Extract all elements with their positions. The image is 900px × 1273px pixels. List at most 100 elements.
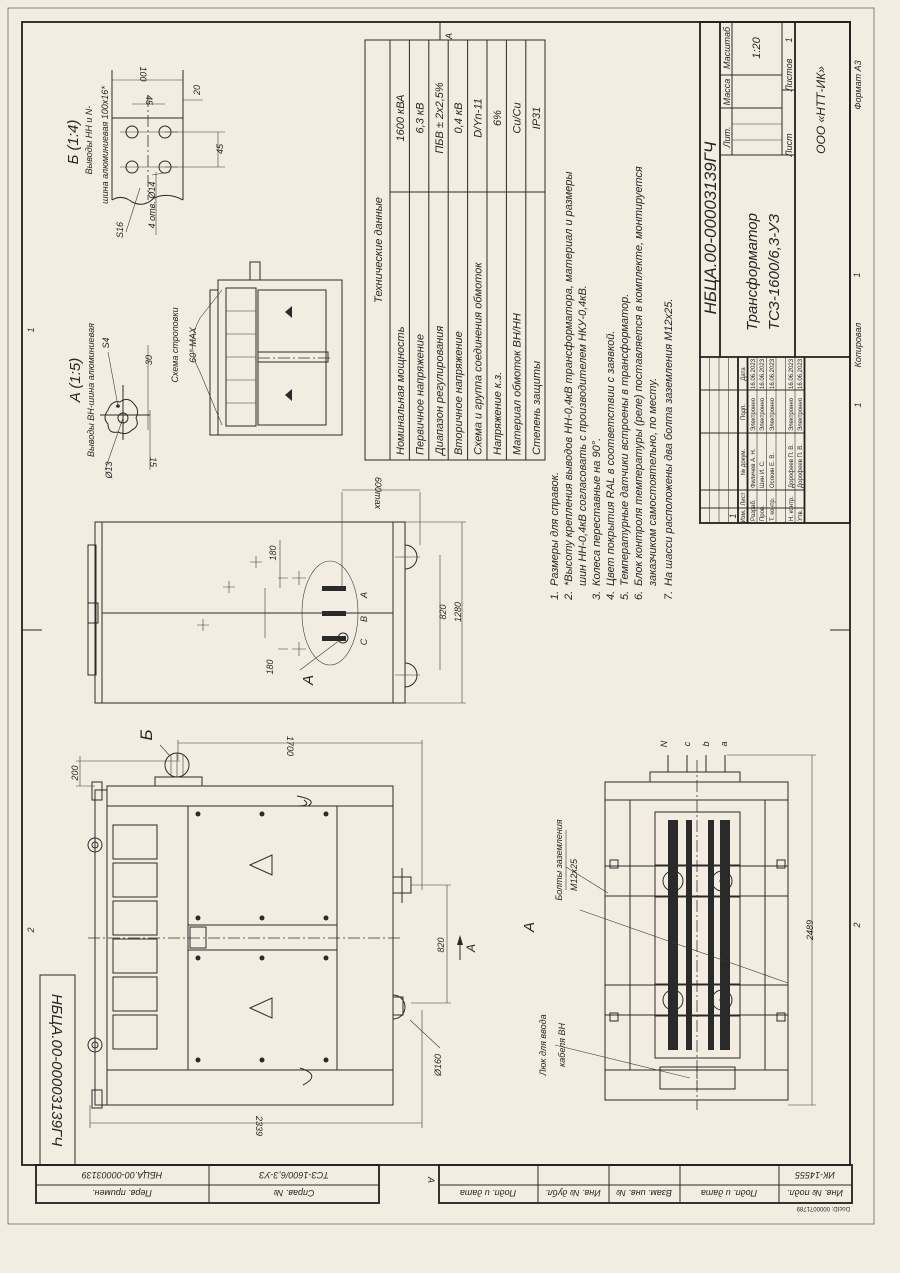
svg-text:Электронно: Электронно xyxy=(798,397,804,431)
svg-text:Инв. № подл.: Инв. № подл. xyxy=(787,1188,843,1198)
dim-45-a: 45 xyxy=(144,95,154,106)
dim-820-side: 820 xyxy=(438,604,448,619)
svg-text:16.06.2023: 16.06.2023 xyxy=(751,358,757,389)
plan-view: A N c b a 2489 xyxy=(521,740,816,1110)
svg-text:Цвет покрытия RAL в соответств: Цвет покрытия RAL в соответствии с заявк… xyxy=(605,331,617,586)
revision-row-number: 1 xyxy=(728,513,738,518)
phase-a-label: A xyxy=(359,592,369,599)
signature-row: Н. контр. Дорофеев П. В. Электронно 16.0… xyxy=(789,358,795,521)
winding-coils xyxy=(654,760,741,1110)
svg-text:Температурные датчики встроены: Температурные датчики встроены в трансфо… xyxy=(619,294,631,586)
scale-value: 1:20 xyxy=(751,36,763,58)
dim-1700: 1700 xyxy=(285,736,295,756)
table-row: Диапазон регулирования ПБВ ± 2x2,5% xyxy=(434,82,446,457)
dim-2489: 2489 xyxy=(805,920,815,941)
scale-label: Масштаб xyxy=(722,26,732,69)
designation-stamp-text: НБЦА.00-00003139ГЧ xyxy=(48,994,65,1147)
svg-text:Перв. примен.: Перв. примен. xyxy=(92,1188,152,1198)
view-arrow-a: A xyxy=(457,935,478,960)
strip-cell: ТСЗ-1600/6,3-УЗ Справ. № xyxy=(259,1170,329,1198)
binding-strip: НБЦА.00-00003139 Перв. примен. ТСЗ-1600/… xyxy=(35,1164,853,1211)
svg-text:Номинальная мощность: Номинальная мощность xyxy=(395,326,407,455)
strip-cell: Подп. и дата xyxy=(460,1188,516,1198)
table-row: Напряжение к.з. 6% xyxy=(492,110,504,455)
zone-2-bottom: 2 xyxy=(852,922,862,928)
svg-text:НБЦА.00-00003139: НБЦА.00-00003139 xyxy=(82,1170,162,1180)
note-item: 7. На шасси расположены два болта заземле… xyxy=(663,299,675,600)
table-row: Материал обмоток ВН/НН Cu/Cu xyxy=(511,102,523,455)
dim-15: 15 xyxy=(148,457,158,468)
technical-data-table: Технические данные Номинальная мощность … xyxy=(364,39,546,461)
product-name-line2: ТСЗ-1600/6,3-УЗ xyxy=(766,214,783,330)
sheets-label: Листов xyxy=(784,58,794,92)
dia-13: Ø13 xyxy=(104,461,114,479)
holes-label: 4 отв. Ø14 xyxy=(147,182,157,229)
zone-1-top: 1 xyxy=(26,327,36,332)
svg-text:Блок контроля температуры (рел: Блок контроля температуры (реле) поставл… xyxy=(633,166,645,586)
svg-text:16.06.2023: 16.06.2023 xyxy=(770,358,776,389)
signature-row: Разраб. Филичев А. Н. Электронно 16.06.2… xyxy=(751,358,757,521)
svg-text:Колеса переставные на 90°.: Колеса переставные на 90°. xyxy=(591,438,603,586)
svg-text:3.: 3. xyxy=(591,591,603,600)
zone-markers: 1 2 1 2 A A xyxy=(22,22,862,1183)
svg-text:Справ. №: Справ. № xyxy=(273,1188,314,1198)
sheet-edge xyxy=(7,7,875,1225)
svg-text:A: A xyxy=(464,944,478,953)
table-title: Технические данные xyxy=(373,197,385,303)
bolt-marks xyxy=(195,811,329,1063)
table-row: Вторичное напряжение 0,4 кВ xyxy=(453,103,465,455)
svg-text:Разраб.: Разраб. xyxy=(751,499,757,521)
front-view: Б 200 1700 2339 820 Ø160 A xyxy=(70,729,478,1136)
revision-grid: 1 Изм. Лист № докум. Подп. Дата Разраб. … xyxy=(700,357,806,523)
svg-text:Осокин Е. В.: Осокин Е. В. xyxy=(770,453,776,488)
phase-c-label: C xyxy=(359,638,369,645)
svg-text:ПБВ ± 2x2,5%: ПБВ ± 2x2,5% xyxy=(434,82,446,154)
s4-label: S4 xyxy=(101,337,111,348)
organization: ООО «НТТ-ИК» xyxy=(814,66,828,154)
sling-angle: 60° MAX xyxy=(188,326,198,363)
svg-text:Инв. № дубл.: Инв. № дубл. xyxy=(545,1188,600,1198)
svg-text:6.: 6. xyxy=(633,591,645,600)
note-item: 4. Цвет покрытия RAL в соответствии с зая… xyxy=(605,331,617,600)
svg-text:Филичев А. Н.: Филичев А. Н. xyxy=(751,448,757,488)
title-block: НБЦА.00-00003139ГЧ Трансформатор ТСЗ-160… xyxy=(699,21,863,524)
detail-b-title: Б (1:4) xyxy=(65,120,82,165)
lit-label: Лит. xyxy=(722,126,732,148)
svg-text:6,3 кВ: 6,3 кВ xyxy=(414,103,426,134)
dim-180-bottom: 180 xyxy=(265,659,275,674)
dim-600max: 600max xyxy=(373,477,383,510)
svg-text:7.: 7. xyxy=(663,591,675,600)
table-row: Номинальная мощность 1600 кВА xyxy=(395,94,407,455)
table-row: Схема и группа соединения обмоток D/Yn-1… xyxy=(473,98,485,455)
hatch-label-line2: кабеля ВН xyxy=(557,1023,567,1067)
svg-text:ИК-14555: ИК-14555 xyxy=(794,1170,835,1180)
svg-text:На шасси расположены два болта: На шасси расположены два болта заземлени… xyxy=(663,299,675,586)
svg-text:Диапазон регулирования: Диапазон регулирования xyxy=(434,326,446,457)
svg-text:Электронно: Электронно xyxy=(770,397,776,431)
detail-a: A (1:5) Выводы ВН-шина алюминиевая Ø13 S… xyxy=(67,261,343,480)
hatch-label-line1: Люк для ввода xyxy=(538,1014,548,1076)
svg-text:Н. контр.: Н. контр. xyxy=(789,496,795,521)
note-item: 6. Блок контроля температуры (реле) поста… xyxy=(633,166,645,600)
svg-text:D/Yn-11: D/Yn-11 xyxy=(473,98,485,138)
zone-a-top: A xyxy=(444,33,454,40)
table-row: Первичное напряжение 6,3 кВ xyxy=(414,103,426,455)
strip-cell: Подп. и дата xyxy=(701,1188,757,1198)
svg-text:4.: 4. xyxy=(605,591,617,600)
svg-text:Пров.: Пров. xyxy=(760,505,766,521)
strip-cell: Взам. инв. № xyxy=(616,1188,672,1198)
header-izm: Изм. xyxy=(741,509,747,522)
svg-text:Шин И. С.: Шин И. С. xyxy=(760,460,766,488)
svg-text:Подп. и дата: Подп. и дата xyxy=(701,1188,757,1198)
svg-text:Взам. инв. №: Взам. инв. № xyxy=(616,1188,672,1198)
sling-scheme-title: Схема строповки xyxy=(170,307,180,382)
strip-cell: Инв. № дубл. xyxy=(545,1188,600,1198)
dim-45-b: 45 xyxy=(215,143,225,154)
side-bolt-marks xyxy=(197,556,306,656)
dim-30: 30 xyxy=(144,355,154,365)
drawing-designation: НБЦА.00-00003139ГЧ xyxy=(701,141,720,314)
svg-text:5.: 5. xyxy=(619,591,631,600)
header-date: Дата xyxy=(741,367,747,381)
doc-id: DocID: 0000071789 xyxy=(796,1205,850,1211)
